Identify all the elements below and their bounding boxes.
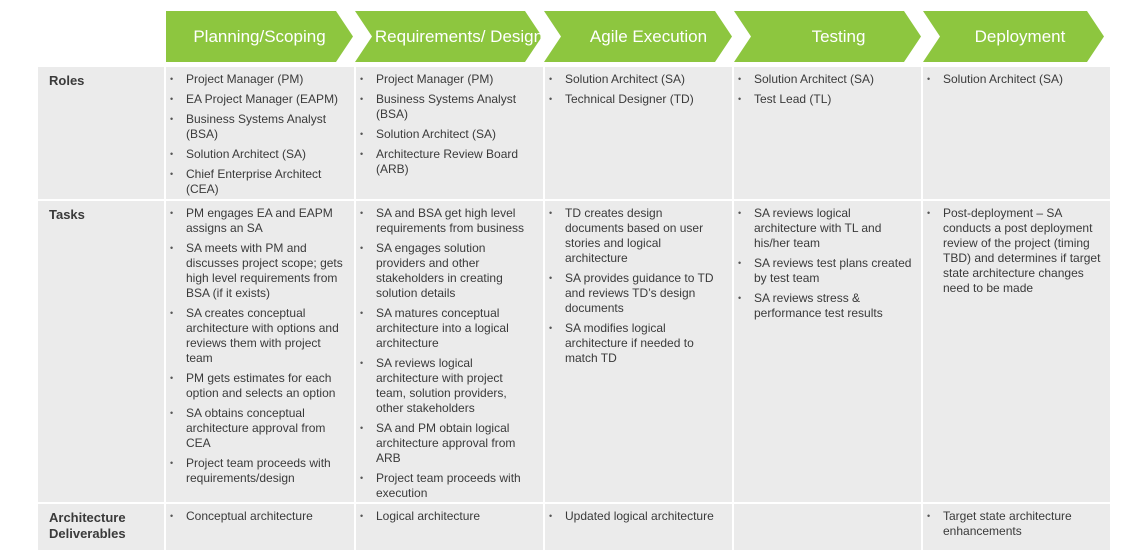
list-item: Post-deployment – SA conducts a post dep… bbox=[927, 206, 1102, 296]
list-item: Target state architecture enhancements bbox=[927, 509, 1102, 539]
list-item: Technical Designer (TD) bbox=[549, 92, 724, 107]
list-item: SA reviews test plans created by test te… bbox=[738, 256, 913, 286]
list-item: Project Manager (PM) bbox=[170, 72, 346, 87]
chevron-shape-deployment bbox=[923, 11, 1104, 62]
bullet-list: Project Manager (PM) EA Project Manager (… bbox=[166, 67, 354, 197]
list-item: Test Lead (TL) bbox=[738, 92, 913, 107]
cell-deliverables-testing bbox=[734, 504, 921, 550]
list-item: Business Systems Analyst (BSA) bbox=[360, 92, 535, 122]
list-item: PM gets estimates for each option and se… bbox=[170, 371, 346, 401]
list-item: Project team proceeds with execution bbox=[360, 471, 535, 501]
bullet-list: Logical architecture bbox=[356, 504, 543, 524]
cell-tasks-testing: SA reviews logical architecture with TL … bbox=[734, 201, 921, 502]
list-item: Solution Architect (SA) bbox=[549, 72, 724, 87]
cell-tasks-execution: TD creates design documents based on use… bbox=[545, 201, 732, 502]
list-item: SA reviews logical architecture with TL … bbox=[738, 206, 913, 251]
bullet-list: SA and BSA get high level requirements f… bbox=[356, 201, 543, 501]
list-item: Project Manager (PM) bbox=[360, 72, 535, 87]
phase-chevron-row: Planning/Scoping Requirements/ Design Ag… bbox=[166, 11, 1104, 62]
list-item: Solution Architect (SA) bbox=[738, 72, 913, 87]
chevron-shape-execution bbox=[544, 11, 732, 62]
list-item: EA Project Manager (EAPM) bbox=[170, 92, 346, 107]
phase-requirements-label: Requirements/ Design bbox=[374, 27, 544, 46]
bullet-list: SA reviews logical architecture with TL … bbox=[734, 201, 921, 321]
phase-execution-label: Agile Execution bbox=[589, 27, 708, 46]
row-header-tasks: Tasks bbox=[38, 201, 164, 502]
list-item: Architecture Review Board (ARB) bbox=[360, 147, 535, 177]
list-item: SA and PM obtain logical architecture ap… bbox=[360, 421, 535, 466]
cell-roles-requirements: Project Manager (PM) Business Systems Ana… bbox=[356, 67, 543, 199]
chevron-shape-requirements bbox=[355, 11, 542, 62]
phase-deployment-label: Deployment bbox=[974, 27, 1066, 46]
list-item: SA provides guidance to TD and reviews T… bbox=[549, 271, 724, 316]
list-item: Solution Architect (SA) bbox=[927, 72, 1102, 87]
cell-tasks-planning: PM engages EA and EAPM assigns an SA SA m… bbox=[166, 201, 354, 502]
list-item: Solution Architect (SA) bbox=[360, 127, 535, 142]
cell-roles-testing: Solution Architect (SA) Test Lead (TL) bbox=[734, 67, 921, 199]
bullet-list: Project Manager (PM) Business Systems Ana… bbox=[356, 67, 543, 177]
list-item: SA matures conceptual architecture into … bbox=[360, 306, 535, 351]
list-item: Business Systems Analyst (BSA) bbox=[170, 112, 346, 142]
list-item: SA and BSA get high level requirements f… bbox=[360, 206, 535, 236]
cell-deliverables-planning: Conceptual architecture bbox=[166, 504, 354, 550]
bullet-list: Conceptual architecture bbox=[166, 504, 354, 524]
list-item: Logical architecture bbox=[360, 509, 535, 524]
phase-testing-label: Testing bbox=[811, 27, 866, 46]
list-item: Conceptual architecture bbox=[170, 509, 346, 524]
list-item: SA meets with PM and discusses project s… bbox=[170, 241, 346, 301]
bullet-list: Solution Architect (SA) Test Lead (TL) bbox=[734, 67, 921, 107]
cell-tasks-requirements: SA and BSA get high level requirements f… bbox=[356, 201, 543, 502]
list-item: Solution Architect (SA) bbox=[170, 147, 346, 162]
bullet-list bbox=[734, 504, 921, 509]
cell-deliverables-requirements: Logical architecture bbox=[356, 504, 543, 550]
bullet-list: Solution Architect (SA) Technical Designe… bbox=[545, 67, 732, 107]
cell-deliverables-deployment: Target state architecture enhancements bbox=[923, 504, 1110, 550]
cell-deliverables-execution: Updated logical architecture bbox=[545, 504, 732, 550]
list-item: Chief Enterprise Architect (CEA) bbox=[170, 167, 346, 197]
chevron-shape-planning bbox=[166, 11, 353, 62]
cell-roles-execution: Solution Architect (SA) Technical Designe… bbox=[545, 67, 732, 199]
phase-chevrons bbox=[166, 11, 1104, 62]
list-item: SA modifies logical architecture if need… bbox=[549, 321, 724, 366]
bullet-list: Solution Architect (SA) bbox=[923, 67, 1110, 87]
phase-planning-label: Planning/Scoping bbox=[193, 27, 326, 46]
list-item: Project team proceeds with requirements/… bbox=[170, 456, 346, 486]
chevron-shape-testing bbox=[734, 11, 921, 62]
list-item: TD creates design documents based on use… bbox=[549, 206, 724, 266]
list-item: SA obtains conceptual architecture appro… bbox=[170, 406, 346, 451]
cell-roles-planning: Project Manager (PM) EA Project Manager (… bbox=[166, 67, 354, 199]
row-header-roles: Roles bbox=[38, 67, 164, 199]
bullet-list: TD creates design documents based on use… bbox=[545, 201, 732, 366]
bullet-list: Updated logical architecture bbox=[545, 504, 732, 524]
cell-tasks-deployment: Post-deployment – SA conducts a post dep… bbox=[923, 201, 1110, 502]
list-item: Updated logical architecture bbox=[549, 509, 724, 524]
cell-roles-deployment: Solution Architect (SA) bbox=[923, 67, 1110, 199]
bullet-list: Post-deployment – SA conducts a post dep… bbox=[923, 201, 1110, 296]
bullet-list: Target state architecture enhancements bbox=[923, 504, 1110, 539]
bullet-list: PM engages EA and EAPM assigns an SA SA m… bbox=[166, 201, 354, 486]
row-header-deliverables: Architecture Deliverables bbox=[38, 504, 164, 550]
list-item: SA reviews stress & performance test res… bbox=[738, 291, 913, 321]
list-item: PM engages EA and EAPM assigns an SA bbox=[170, 206, 346, 236]
list-item: SA creates conceptual architecture with … bbox=[170, 306, 346, 366]
list-item: SA reviews logical architecture with pro… bbox=[360, 356, 535, 416]
list-item: SA engages solution providers and other … bbox=[360, 241, 535, 301]
